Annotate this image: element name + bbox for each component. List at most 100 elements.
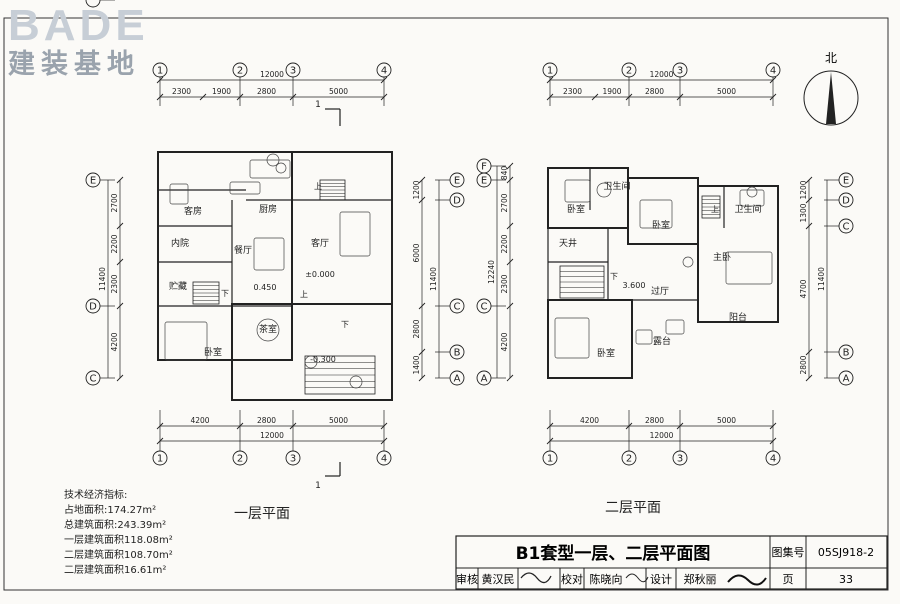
axis-label: 3 (290, 66, 296, 77)
designer-name: 郑秋丽 (684, 572, 717, 586)
axis-label: 4 (381, 454, 387, 465)
dimension-tick (418, 348, 426, 356)
furniture (564, 179, 591, 203)
room-label: 客房 (184, 205, 202, 217)
dimension-tick (116, 258, 124, 266)
dimension-tick (236, 93, 244, 101)
dimension-tick (116, 302, 124, 310)
dimension-total: 12240 (487, 260, 496, 284)
dimension-tick (769, 76, 777, 84)
dimension-tick (805, 348, 813, 356)
atlas-number: 05SJ918-2 (818, 546, 874, 559)
designer-signature (727, 574, 767, 586)
stair-mark: 下 (610, 272, 618, 281)
dimension-text: 1300 (799, 203, 808, 222)
axis-label: C (454, 302, 461, 313)
axis-label: 2 (626, 454, 632, 465)
dimension-text: 2800 (257, 87, 276, 96)
round-fixture (682, 256, 694, 268)
dimension-tick (506, 176, 514, 184)
round-fixture (304, 355, 318, 369)
title-block: B1套型一层、二层平面图 图集号 05SJ918-2 审核 黄汉民 校对 陈晓向… (455, 535, 888, 590)
dimension-text: 2300 (172, 87, 191, 96)
review-label: 审核 (456, 572, 478, 586)
north-label: 北 (825, 51, 837, 65)
stair-mark: 下 (341, 320, 349, 329)
axis-label: 4 (770, 66, 776, 77)
section-mark: 1 (315, 100, 321, 110)
level-mark: ±0.000 (305, 270, 335, 279)
dimension-tick (546, 76, 554, 84)
dimension-text: 1200 (799, 180, 808, 199)
wall (231, 303, 393, 401)
dimension-tick (805, 222, 813, 230)
axis-label: E (90, 176, 96, 187)
dimension-text: 2300 (110, 274, 119, 293)
room-label: 阳台 (729, 311, 747, 323)
dimension-tick (805, 196, 813, 204)
furniture (739, 189, 765, 207)
furniture (635, 329, 653, 345)
dimension-tick (156, 76, 164, 84)
sheet-frame (3, 17, 889, 591)
level-mark: 0.450 (254, 283, 277, 292)
axis-label: 3 (290, 454, 296, 465)
furniture (249, 159, 291, 179)
dimension-text: 5000 (329, 87, 348, 96)
room-label: 内院 (171, 237, 189, 249)
room-label: 餐厅 (234, 244, 252, 256)
dimension-tick (506, 302, 514, 310)
reviewer-signature (520, 572, 552, 584)
furniture (253, 237, 285, 271)
room-label: 主卧 (713, 251, 731, 263)
dimension-tick (805, 374, 813, 382)
round-fixture (266, 153, 280, 167)
furniture (665, 319, 685, 335)
dimension-total: 12000 (650, 431, 674, 440)
axis-label: 3 (677, 454, 683, 465)
plan-title: 一层平面 (234, 506, 290, 522)
dimension-text: 2200 (500, 234, 509, 253)
furniture (339, 211, 371, 257)
stair-mark: 上 (314, 182, 322, 191)
bade-logo: BADE 建装基地 (8, 4, 176, 80)
room-label: 卫生间 (603, 180, 630, 192)
atlas-label: 图集号 (772, 545, 805, 559)
room-label: 茶室 (259, 323, 277, 335)
furniture (554, 317, 590, 359)
axis-label: 2 (237, 454, 243, 465)
dimension-text: 1400 (796, 0, 815, 2)
dimension-text: 5000 (717, 87, 736, 96)
room-label: 卧室 (204, 346, 222, 358)
dimension-tick (418, 196, 426, 204)
level-mark: 3.600 (623, 281, 646, 290)
dimension-total: 12000 (260, 431, 284, 440)
axis-label: 2 (237, 66, 243, 77)
plan-title: 二层平面 (605, 500, 661, 516)
dimension-tick (418, 374, 426, 382)
round-fixture (596, 182, 612, 198)
dimension-text: 2800 (257, 416, 276, 425)
dimension-tick (199, 93, 207, 101)
axis-label: A (481, 374, 488, 385)
dimension-text: 5000 (717, 416, 736, 425)
axis-bubble (765, 450, 781, 466)
tech-item: 二层建筑面积108.70m² (64, 550, 173, 561)
tech-item: 占地面积:174.27m² (64, 505, 157, 516)
axis-label: F (481, 162, 487, 173)
design-label: 设计 (650, 573, 672, 586)
dimension-text: 2700 (110, 193, 119, 212)
dimension-text: 840 (500, 166, 509, 181)
axis-label: 4 (770, 454, 776, 465)
axis-label: C (481, 302, 488, 313)
furniture (639, 199, 673, 229)
furniture (169, 183, 189, 205)
axis-label: E (481, 176, 487, 187)
dimension-tick (380, 93, 388, 101)
dimension-tick (418, 176, 426, 184)
axis-label: C (843, 222, 850, 233)
dimension-text: 2800 (412, 319, 421, 338)
axis-label: B (454, 348, 461, 359)
